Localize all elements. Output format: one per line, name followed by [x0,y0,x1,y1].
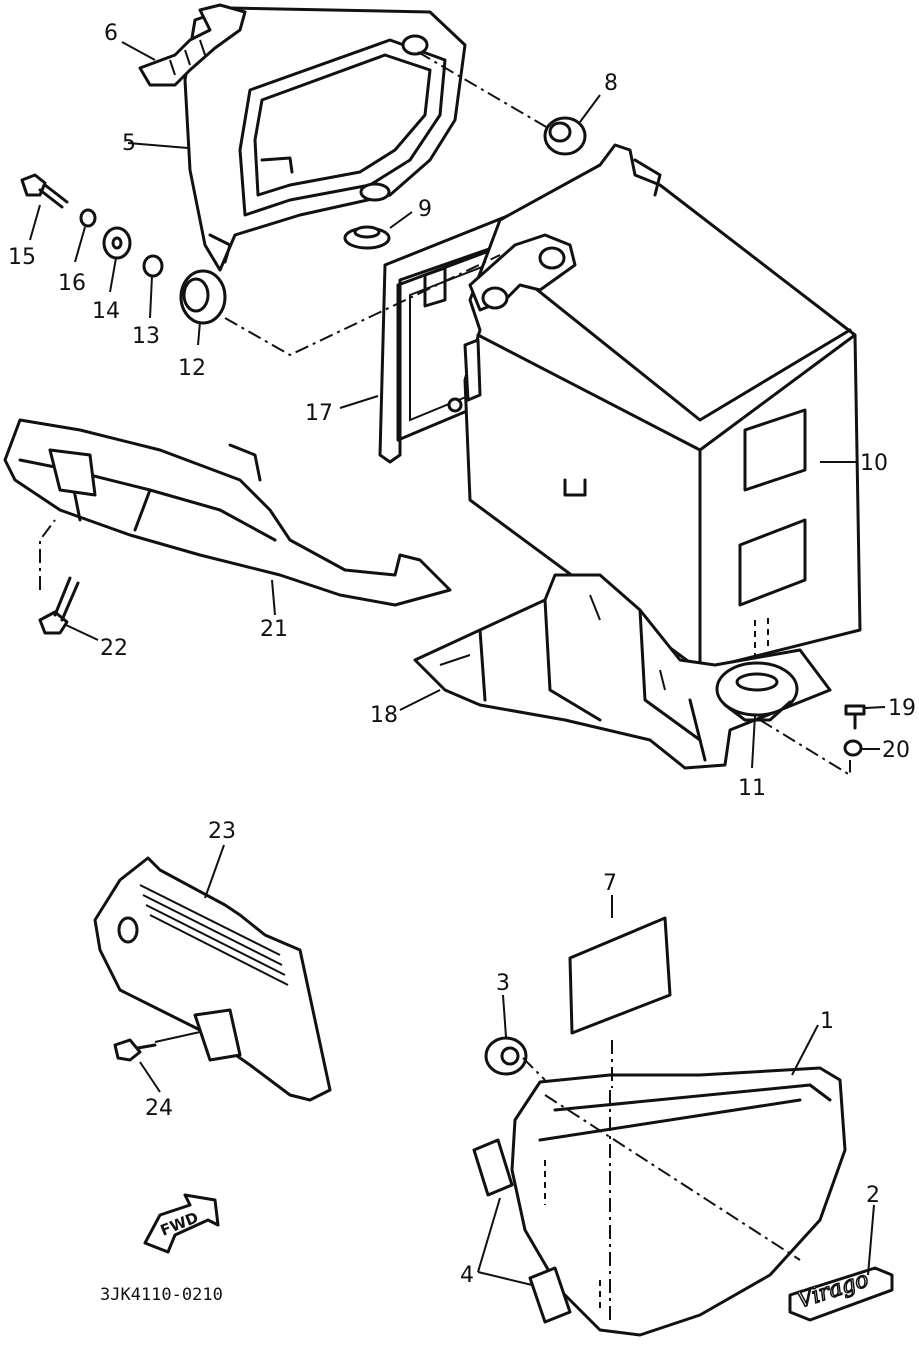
part-18-lower-bracket [413,573,832,770]
callout-17: 17 [305,401,333,426]
part-19-bolt [844,704,866,730]
part-14-washer [102,226,132,260]
part-4-rubber-upper [472,1138,514,1197]
callout-24: 24 [145,1096,173,1121]
callout-8: 8 [604,71,618,96]
part-8-grommet [543,116,587,156]
part-15-bolt [20,173,69,209]
part-21-guard [3,418,452,607]
callout-3: 3 [496,971,510,996]
callout-11: 11 [738,776,766,801]
callout-19: 19 [888,696,916,721]
alignment-lines [39,51,851,1088]
part-10-battery-box [463,143,862,672]
callout-16: 16 [58,271,86,296]
fwd-arrow: FWD [143,1193,220,1254]
drawing-code: 3JK4110-0210 [100,1285,223,1305]
part-16-nut [79,208,97,228]
callout-21: 21 [260,617,288,642]
part-24-screw [113,1038,157,1062]
callout-2: 2 [866,1183,880,1208]
part-22-bolt [38,576,80,635]
part-3-grommet [484,1036,528,1076]
part-1-side-cover [510,1066,847,1337]
callout-20: 20 [882,738,910,763]
callout-13: 13 [132,324,160,349]
callout-10: 10 [860,451,888,476]
part-13-collar [142,254,164,278]
callout-23: 23 [208,819,236,844]
part-7-label [568,916,672,1035]
callout-22: 22 [100,636,128,661]
callout-18: 18 [370,703,398,728]
callout-15: 15 [8,245,36,270]
part-6-clip [138,3,247,87]
part-23-side-plate [93,856,332,1102]
callout-5: 5 [122,131,136,156]
part-5-upper-cover [183,6,467,272]
callout-6: 6 [104,21,118,46]
callouts: 1 2 3 4 5 6 7 8 9 10 11 12 13 14 15 16 1… [8,21,916,1288]
callout-12: 12 [178,356,206,381]
callout-7: 7 [603,871,617,896]
part-20-washer [843,739,863,757]
part-12-damper [179,269,227,325]
part-4-rubber-lower [528,1266,572,1324]
leader-lines [29,41,886,1286]
callout-1: 1 [820,1009,834,1034]
part-9-grommet [343,225,391,250]
callout-14: 14 [92,299,120,324]
callout-4: 4 [460,1263,474,1288]
part-11-grommet [715,661,799,722]
part-2-emblem: Virago [788,1266,894,1322]
callout-9: 9 [418,197,432,222]
